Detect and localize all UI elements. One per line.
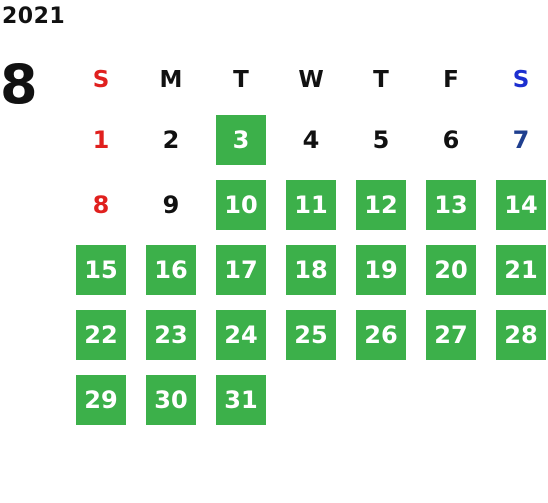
year-label: 2021	[2, 4, 66, 29]
day-cell[interactable]: 8	[66, 175, 136, 240]
weekday-label: W	[298, 67, 324, 93]
day-cell[interactable]: 14	[486, 175, 548, 240]
day-number: 31	[216, 375, 266, 425]
weekday-label: M	[159, 67, 183, 93]
day-cell[interactable]: 23	[136, 305, 206, 370]
day-number: 26	[356, 310, 406, 360]
day-cell[interactable]: 19	[346, 240, 416, 305]
day-cell[interactable]: 18	[276, 240, 346, 305]
day-number: 11	[286, 180, 336, 230]
weekday-label: T	[373, 67, 389, 93]
day-cell[interactable]: 27	[416, 305, 486, 370]
day-cell[interactable]: 30	[136, 370, 206, 435]
weekday-tuesday: T	[206, 55, 276, 110]
day-cell[interactable]: 7	[486, 110, 548, 175]
day-cell[interactable]: 5	[346, 110, 416, 175]
day-cell[interactable]: 21	[486, 240, 548, 305]
day-number: 3	[216, 115, 266, 165]
day-cell[interactable]: 20	[416, 240, 486, 305]
day-cell[interactable]: 2	[136, 110, 206, 175]
day-number: 4	[302, 126, 320, 154]
day-number: 17	[216, 245, 266, 295]
day-number: 25	[286, 310, 336, 360]
weekday-thursday: T	[346, 55, 416, 110]
empty-day-cell	[346, 370, 416, 435]
day-cell[interactable]: 4	[276, 110, 346, 175]
day-cell[interactable]: 9	[136, 175, 206, 240]
day-number: 6	[442, 126, 460, 154]
day-cell[interactable]: 3	[206, 110, 276, 175]
week-row: 1 2 3 4 5 6 7	[66, 110, 546, 175]
day-cell[interactable]: 24	[206, 305, 276, 370]
day-number: 30	[146, 375, 196, 425]
day-cell[interactable]: 15	[66, 240, 136, 305]
day-cell[interactable]: 22	[66, 305, 136, 370]
day-number: 22	[76, 310, 126, 360]
week-row: 15 16 17 18 19 20 21	[66, 240, 546, 305]
empty-day-cell	[486, 370, 548, 435]
month-number: 8	[0, 53, 38, 116]
day-number: 1	[92, 126, 110, 154]
day-number: 10	[216, 180, 266, 230]
weekday-sunday: S	[66, 55, 136, 110]
day-number: 23	[146, 310, 196, 360]
day-number: 28	[496, 310, 546, 360]
day-cell[interactable]: 11	[276, 175, 346, 240]
day-cell[interactable]: 17	[206, 240, 276, 305]
week-row: 22 23 24 25 26 27 28	[66, 305, 546, 370]
week-row: 29 30 31	[66, 370, 546, 435]
day-cell[interactable]: 25	[276, 305, 346, 370]
day-number: 5	[372, 126, 390, 154]
day-number: 9	[162, 191, 180, 219]
day-cell[interactable]: 1	[66, 110, 136, 175]
empty-day-cell	[276, 370, 346, 435]
day-cell[interactable]: 31	[206, 370, 276, 435]
day-number: 18	[286, 245, 336, 295]
day-number: 21	[496, 245, 546, 295]
day-number: 7	[512, 126, 530, 154]
day-cell[interactable]: 12	[346, 175, 416, 240]
weekday-label: T	[233, 67, 249, 93]
day-cell[interactable]: 26	[346, 305, 416, 370]
weekday-label: S	[92, 67, 110, 93]
day-number: 14	[496, 180, 546, 230]
day-number: 13	[426, 180, 476, 230]
weekday-label: F	[443, 67, 459, 93]
day-number: 2	[162, 126, 180, 154]
day-number: 16	[146, 245, 196, 295]
weekday-wednesday: W	[276, 55, 346, 110]
week-row: 8 9 10 11 12 13 14	[66, 175, 546, 240]
day-cell[interactable]: 6	[416, 110, 486, 175]
day-number: 19	[356, 245, 406, 295]
weekday-saturday: S	[486, 55, 548, 110]
day-cell[interactable]: 10	[206, 175, 276, 240]
day-number: 12	[356, 180, 406, 230]
day-number: 29	[76, 375, 126, 425]
empty-day-cell	[416, 370, 486, 435]
weekday-friday: F	[416, 55, 486, 110]
day-number: 27	[426, 310, 476, 360]
weekday-label: S	[512, 67, 530, 93]
day-number: 8	[92, 191, 110, 219]
day-number: 15	[76, 245, 126, 295]
day-cell[interactable]: 28	[486, 305, 548, 370]
day-cell[interactable]: 16	[136, 240, 206, 305]
day-cell[interactable]: 13	[416, 175, 486, 240]
day-number: 24	[216, 310, 266, 360]
day-cell[interactable]: 29	[66, 370, 136, 435]
weekday-header-row: S M T W T F S	[66, 55, 546, 110]
day-number: 20	[426, 245, 476, 295]
weekday-monday: M	[136, 55, 206, 110]
